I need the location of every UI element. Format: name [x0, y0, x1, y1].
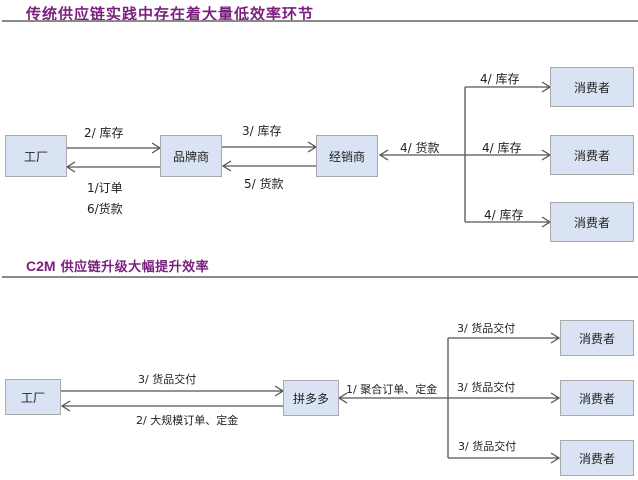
arrowhead2-platform-to-factory [60, 400, 71, 412]
arrowhead-distributor-to-brand [221, 160, 232, 172]
label2-platform-to-factory: 2/ 大规模订单、定金 [136, 414, 239, 427]
label-factory-to-brand: 2/ 库存 [84, 126, 124, 140]
node-consumer-1: 消费者 [550, 67, 634, 107]
section1-divider [2, 20, 638, 22]
node-factory: 工厂 [5, 135, 67, 177]
node-brand: 品牌商 [160, 135, 222, 177]
node2-factory: 工厂 [5, 379, 61, 415]
label-brand-to-factory-1: 1/订单 [87, 181, 123, 195]
section2-divider [2, 276, 638, 278]
node-consumer-2: 消费者 [550, 135, 634, 175]
label-distributor-to-brand: 5/ 货款 [244, 177, 284, 191]
label2-to-consumer-3: 3/ 货品交付 [458, 440, 517, 453]
section1-title: 传统供应链实践中存在着大量低效率环节 [26, 5, 315, 23]
label-to-consumer-2: 4/ 库存 [482, 141, 522, 155]
arrowhead2-to-consumer1 [550, 332, 561, 344]
label-brand-to-factory-2: 6/货款 [87, 202, 123, 216]
arrowhead2-consumers-to-platform [337, 392, 348, 404]
section2-title-en: C2M [26, 258, 56, 274]
node-distributor: 经销商 [316, 135, 378, 177]
node2-platform: 拼多多 [283, 380, 339, 416]
arrowhead-consumers-to-distributor [378, 149, 389, 161]
arrowhead-brand-to-factory [65, 161, 76, 173]
node2-consumer-3: 消费者 [560, 440, 634, 476]
label-consumers-to-distributor: 4/ 货款 [400, 141, 440, 155]
label-to-consumer-3: 4/ 库存 [484, 208, 524, 222]
node-consumer-3: 消费者 [550, 202, 634, 242]
label-brand-to-distributor: 3/ 库存 [242, 124, 282, 138]
section2-title-cn: 供应链升级大幅提升效率 [55, 260, 210, 275]
label2-factory-to-platform: 3/ 货品交付 [138, 373, 197, 386]
arrowhead2-to-consumer3 [550, 452, 561, 464]
node2-consumer-1: 消费者 [560, 320, 634, 356]
arrowhead2-to-consumer2 [550, 392, 561, 404]
label-to-consumer-1: 4/ 库存 [480, 72, 520, 86]
section2-title: C2M 供应链升级大幅提升效率 [26, 256, 209, 275]
node2-consumer-2: 消费者 [560, 380, 634, 416]
label2-to-consumer-1: 3/ 货品交付 [457, 322, 516, 335]
label2-to-consumer-2: 3/ 货品交付 [457, 381, 516, 394]
label2-consumers-to-platform: 1/ 聚合订单、定金 [346, 383, 438, 396]
